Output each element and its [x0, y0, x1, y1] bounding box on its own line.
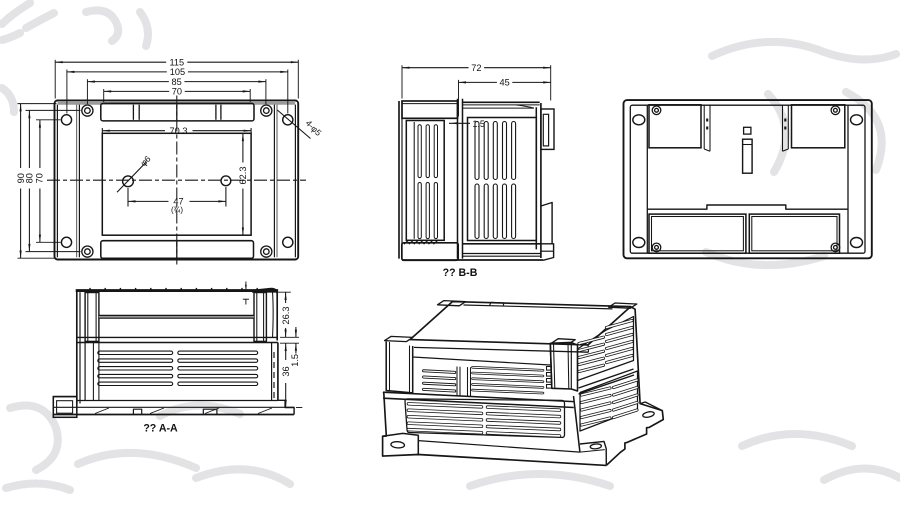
svg-text:70.3: 70.3	[170, 126, 188, 136]
svg-text:70: 70	[172, 87, 182, 97]
svg-text:1.5: 1.5	[290, 354, 300, 367]
svg-text:105: 105	[170, 67, 185, 77]
svg-text:26.3: 26.3	[281, 307, 291, 325]
svg-text:70: 70	[35, 173, 45, 183]
svg-text:?? B-B: ?? B-B	[443, 267, 478, 279]
svg-text:(¾): (¾)	[171, 206, 183, 215]
svg-text:62.3: 62.3	[238, 167, 248, 185]
svg-text:36: 36	[281, 366, 291, 376]
svg-text:47: 47	[173, 197, 183, 207]
svg-text:115: 115	[169, 57, 184, 67]
svg-text:45: 45	[499, 78, 509, 88]
svg-text:90: 90	[16, 173, 26, 183]
svg-text:72: 72	[471, 63, 481, 73]
svg-text:?? A-A: ?? A-A	[143, 423, 178, 435]
svg-text:85: 85	[171, 77, 181, 87]
svg-text:80: 80	[25, 173, 35, 183]
